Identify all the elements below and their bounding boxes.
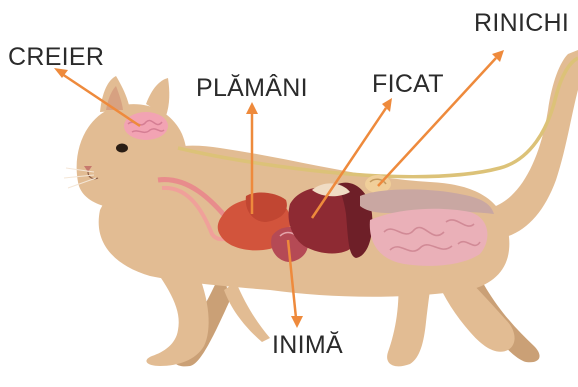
intestines <box>370 209 488 266</box>
label-ficat: FICAT <box>372 72 444 97</box>
label-creier: CREIER <box>8 45 104 70</box>
label-plamani: PLĂMÂNI <box>196 76 308 101</box>
label-inima: INIMĂ <box>272 333 343 358</box>
label-rinichi: RINICHI <box>474 11 569 36</box>
cat-eye <box>116 144 128 153</box>
brain <box>124 112 168 140</box>
